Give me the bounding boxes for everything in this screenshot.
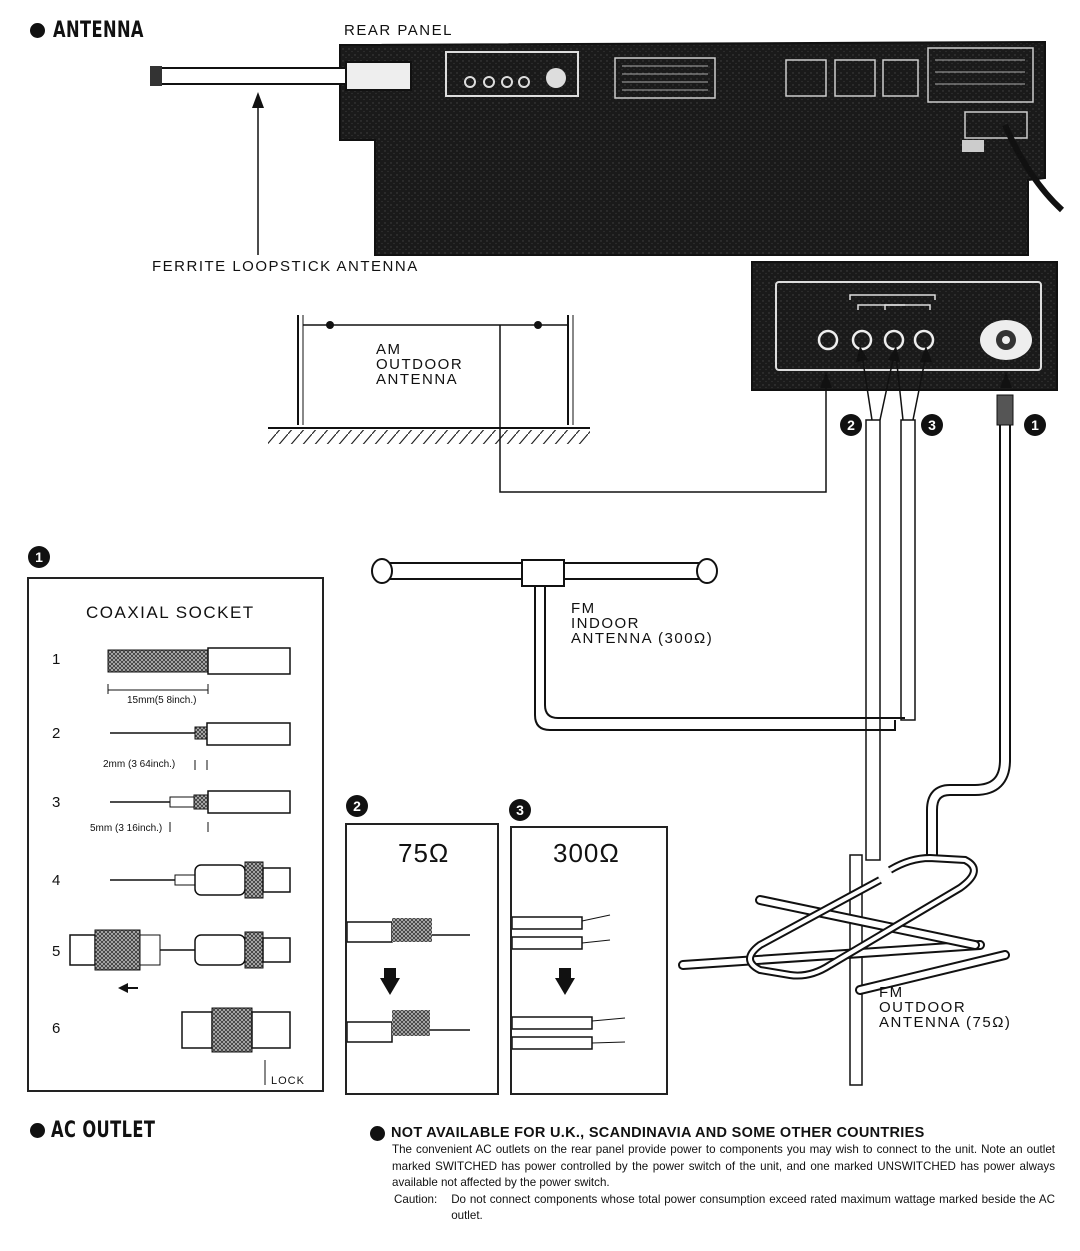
coaxial-dimension-1: 15mm(5 8inch.) <box>127 695 197 706</box>
caution-text: Do not connect components whose total po… <box>451 1192 1055 1223</box>
fm-outdoor-label: FM OUTDOOR ANTENNA (75Ω) <box>879 985 1011 1030</box>
bullet-icon <box>370 1125 385 1141</box>
rear-panel-label: REAR PANEL <box>344 22 453 39</box>
am-outdoor-line: ANTENNA <box>376 371 459 388</box>
panel-300-box <box>510 826 668 1095</box>
notice-heading-row: NOT AVAILABLE FOR U.K., SCANDINAVIA AND … <box>370 1125 1055 1141</box>
fm-indoor-label: FM INDOOR ANTENNA (300Ω) <box>571 601 713 646</box>
am-outdoor-line: OUTDOOR <box>376 356 464 373</box>
fm-indoor-antenna <box>371 558 905 731</box>
fm-feeder-cables <box>856 346 1014 861</box>
coaxial-step-number: 6 <box>52 1020 61 1037</box>
am-outdoor-line: AM <box>376 341 402 358</box>
coaxial-step-number: 5 <box>52 943 61 960</box>
rear-panel-chassis <box>150 40 1065 256</box>
am-outdoor-antenna <box>268 315 832 493</box>
coaxial-title: COAXIAL SOCKET <box>86 603 255 622</box>
coaxial-socket-panel <box>27 577 324 1092</box>
notice-title: NOT AVAILABLE FOR U.K., SCANDINAVIA AND … <box>391 1125 925 1141</box>
fm-indoor-line: INDOOR <box>571 615 640 632</box>
am-outdoor-label: AM OUTDOOR ANTENNA <box>376 342 463 387</box>
antenna-heading-text: ANTENNA <box>53 18 144 43</box>
ac-outlet-heading-text: AC OUTLET <box>51 1118 156 1143</box>
panel-75-title: 75Ω <box>398 838 450 868</box>
notice-caution: Caution: Do not connect components whose… <box>394 1192 1055 1225</box>
panel-300-illustration <box>511 914 626 1050</box>
ferrite-antenna-label: FERRITE LOOPSTICK ANTENNA <box>152 258 419 275</box>
fm-indoor-line: ANTENNA (300Ω) <box>571 630 714 647</box>
connection-badge-3: 3 <box>921 414 943 436</box>
bullet-icon <box>30 1123 45 1138</box>
coaxial-step-number: 2 <box>52 725 61 742</box>
connection-badge-1: 1 <box>1024 414 1046 436</box>
antenna-section-heading: ANTENNA <box>30 18 164 43</box>
panel-75-badge: 2 <box>346 795 368 817</box>
ferrite-pointer-arrow <box>252 92 264 255</box>
coaxial-step-number: 4 <box>52 872 61 889</box>
ac-outlet-section-heading: AC OUTLET <box>30 1118 178 1143</box>
fm-outdoor-line: OUTDOOR <box>879 999 967 1016</box>
antenna-terminal-panel <box>751 261 1058 391</box>
coaxial-step-number: 3 <box>52 794 61 811</box>
lock-label: LOCK <box>271 1075 305 1087</box>
panel-75-box <box>345 823 499 1095</box>
caution-label: Caution: <box>394 1192 438 1206</box>
panel-300-title: 300Ω <box>553 838 620 868</box>
coaxial-dimension-3: 5mm (3 16inch.) <box>90 823 163 834</box>
bullet-icon <box>30 23 45 38</box>
fm-indoor-line: FM <box>571 600 596 617</box>
fm-outdoor-line: ANTENNA (75Ω) <box>879 1014 1012 1031</box>
connection-badge-2: 2 <box>840 414 862 436</box>
panel-75-illustration <box>346 918 470 1043</box>
coaxial-step-number: 1 <box>52 651 61 668</box>
notice-body: The convenient AC outlets on the rear pa… <box>392 1143 1055 1189</box>
ac-outlet-notice: NOT AVAILABLE FOR U.K., SCANDINAVIA AND … <box>370 1125 1055 1225</box>
coaxial-dimension-2: 2mm (3 64inch.) <box>103 759 176 770</box>
coaxial-badge: 1 <box>28 546 50 568</box>
panel-300-badge: 3 <box>509 799 531 821</box>
fm-outdoor-antenna <box>678 853 1010 1086</box>
coaxial-steps-illustration <box>69 647 291 1085</box>
fm-outdoor-line: FM <box>879 984 904 1001</box>
